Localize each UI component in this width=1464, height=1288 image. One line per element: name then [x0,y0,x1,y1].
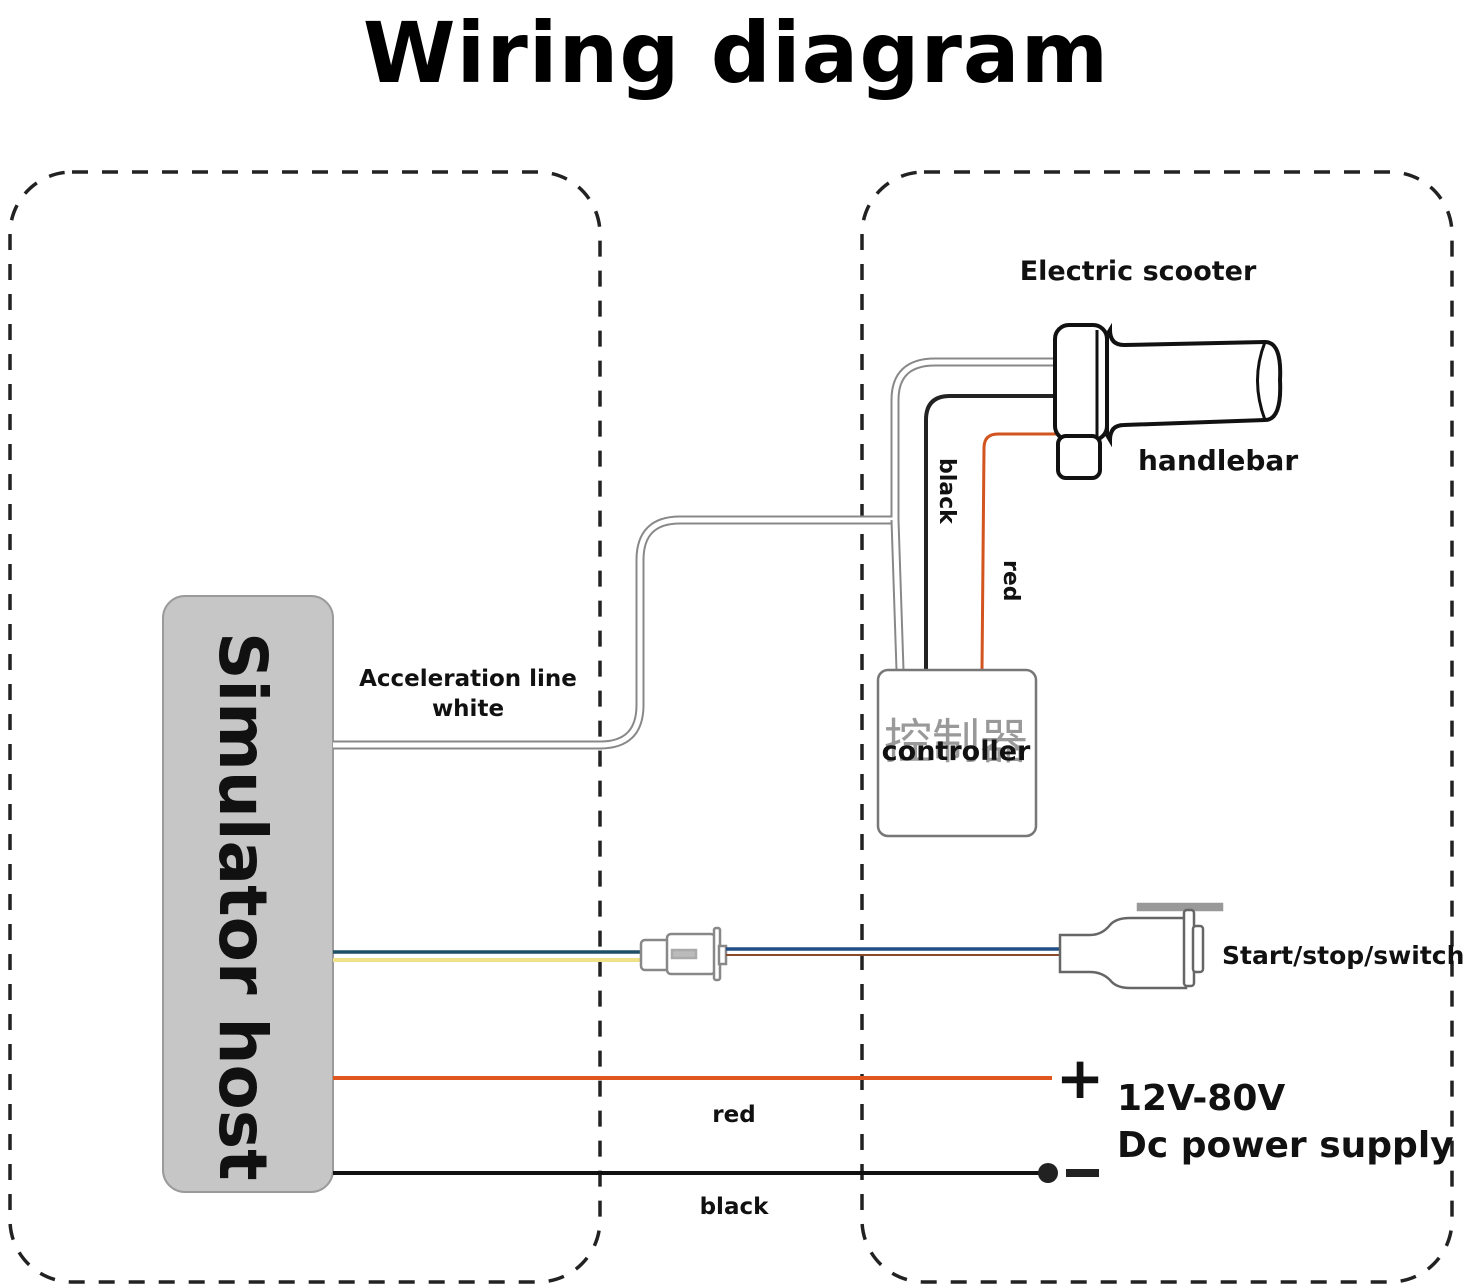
controller-label: controller [882,736,1031,767]
controller-black-wire-label: black [934,458,959,525]
controller-red-wire [980,432,1058,671]
scooter-region-boundary [860,170,1454,1284]
power-red-wire-label: red [712,1102,755,1128]
controller-black-wire [924,394,1058,670]
acceleration-wire [333,357,1058,750]
simulator-region-boundary [8,170,602,1284]
power-black-wire-label: black [700,1194,770,1220]
handlebar-throttle [1053,322,1283,480]
controller: 控制器 controller [876,668,1038,838]
simulator-host: Simulator host [162,595,334,1193]
diagram-title: Wiring diagram [363,4,1109,102]
negative-terminal [1038,1163,1058,1183]
simulator-host-box [162,595,334,1193]
controller-red-wire-label: red [998,560,1023,602]
start-stop-switch-label: Start/stop/switch [1222,941,1464,970]
start-stop-switch [1058,902,1224,990]
acceleration-wire-label: Acceleration line [359,666,577,692]
simulator-host-label: Simulator host [204,632,281,1181]
power-supply-label: Dc power supply [1117,1125,1454,1166]
handlebar-label: handlebar [1138,444,1298,477]
positive-terminal-symbol: + [1056,1044,1105,1112]
electric-scooter-label: Electric scooter [1020,256,1257,287]
negative-terminal-symbol [1066,1169,1099,1177]
power-voltage-label: 12V-80V [1117,1078,1285,1119]
wire-connector [639,926,728,982]
controller-chinese-label: 控制器 [884,714,1028,770]
acceleration-wire-color-label: white [432,696,504,722]
